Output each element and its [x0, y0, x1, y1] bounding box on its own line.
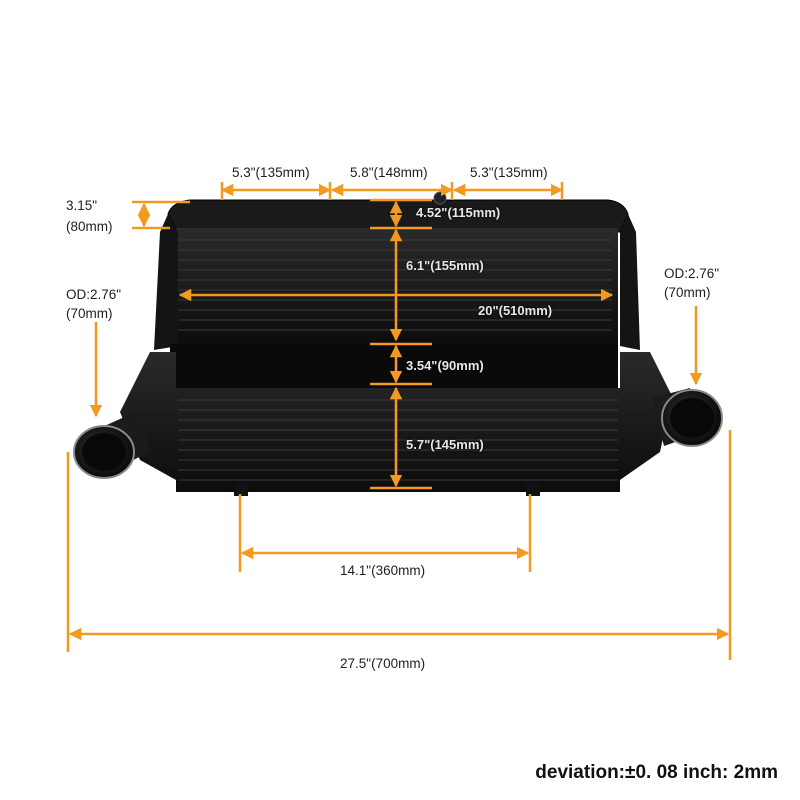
dim-top-center-label: 5.8"(148mm) [350, 165, 428, 180]
dim-upper-core-label: 6.1"(155mm) [406, 258, 484, 273]
deviation-note: deviation:±0. 08 inch: 2mm [535, 762, 778, 783]
dim-left-od-in-label: OD:2.76" [66, 287, 122, 302]
left-upper-tank [154, 214, 178, 350]
dim-upper-depth-label: 4.52"(115mm) [416, 205, 501, 220]
right-upper-tank [620, 214, 640, 350]
dim-right-od-mm-label: (70mm) [664, 285, 711, 300]
top-sensor [433, 191, 447, 205]
dim-core-width-label: 20"(510mm) [478, 303, 553, 318]
dim-overall-width-label: 27.5"(700mm) [340, 656, 426, 671]
middle-section [170, 344, 618, 388]
mount-tab-right [526, 482, 540, 496]
right-outlet-pipe [652, 388, 723, 447]
dim-top-right-label: 5.3"(135mm) [470, 165, 548, 180]
mount-tab-left [234, 482, 248, 496]
dim-right-od-in-label: OD:2.76" [664, 266, 720, 281]
dim-left-od-mm-label: (70mm) [66, 306, 113, 321]
dim-lower-core-label: 5.7"(145mm) [406, 437, 484, 452]
upper-core [170, 228, 618, 346]
left-inlet-pipe [73, 410, 150, 479]
dimension-lines [66, 182, 732, 660]
dim-top-left-label: 5.3"(135mm) [232, 165, 310, 180]
dim-middle-gap-label: 3.54"(90mm) [406, 358, 484, 373]
dim-mount-spacing-label: 14.1"(360mm) [340, 563, 426, 578]
dim-side-height-mm-label: (80mm) [66, 219, 113, 234]
dim-side-height-in-label: 3.15" [66, 198, 98, 213]
